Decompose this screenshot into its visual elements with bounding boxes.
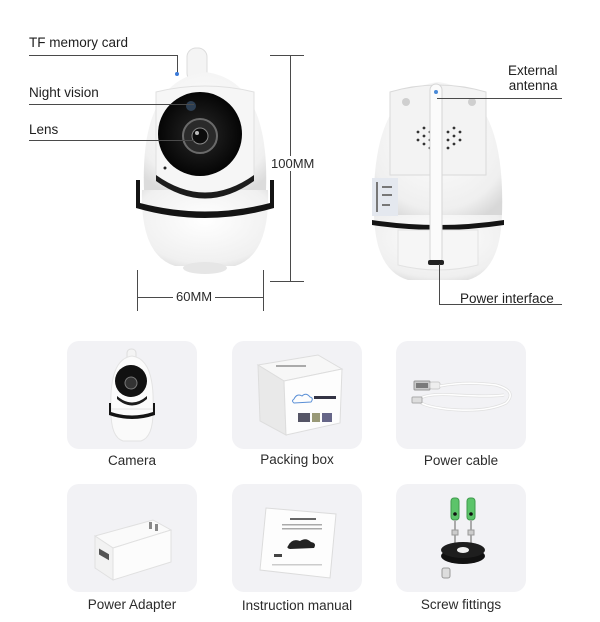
callout-lens: Lens: [29, 122, 59, 137]
height-dimension-label: 100MM: [268, 156, 318, 171]
manual-icon: [259, 507, 337, 579]
callout-power-interface: Power interface: [460, 291, 554, 306]
box-icon: [256, 354, 344, 436]
item-card-camera: [67, 341, 197, 449]
item-label-screw-fittings: Screw fittings: [420, 597, 502, 612]
usb-cable-icon: [411, 380, 512, 412]
callout-external-antenna-line1: External: [508, 63, 558, 78]
callout-line: [29, 55, 177, 56]
callout-external-antenna-line2: antenna: [508, 78, 558, 93]
item-label-packing-box: Packing box: [260, 452, 334, 467]
dimension-tick: [270, 55, 304, 56]
callout-external-antenna: External antenna: [508, 63, 558, 93]
callout-line: [29, 140, 194, 141]
item-card-screw-fittings: [396, 484, 526, 592]
callout-tf-memory-card: TF memory card: [29, 35, 129, 50]
power-adapter-icon: [93, 519, 173, 581]
callout-line: [437, 98, 562, 99]
dimension-tick: [270, 281, 304, 282]
item-label-power-cable: Power cable: [423, 453, 499, 468]
item-card-packing-box: [232, 341, 362, 449]
dimension-tick: [263, 270, 264, 311]
item-card-power-adapter: [67, 484, 197, 592]
callout-line: [439, 304, 562, 305]
width-dimension-label: 60MM: [173, 289, 216, 304]
callout-night-vision: Night vision: [29, 85, 99, 100]
item-label-power-adapter: Power Adapter: [87, 597, 177, 612]
camera-back-icon: [372, 82, 504, 280]
item-label-camera: Camera: [107, 453, 156, 468]
camera-icon: [109, 348, 155, 442]
callout-dot: [175, 72, 179, 76]
screw-icon: [441, 497, 485, 579]
callout-line: [29, 104, 194, 105]
item-card-power-cable: [396, 341, 526, 449]
callout-line: [439, 264, 440, 304]
camera-front-icon: [136, 47, 274, 274]
item-label-instruction-manual: Instruction manual: [241, 598, 353, 613]
item-card-instruction-manual: [232, 484, 362, 592]
callout-line: [177, 55, 178, 73]
dimension-tick: [137, 270, 138, 311]
